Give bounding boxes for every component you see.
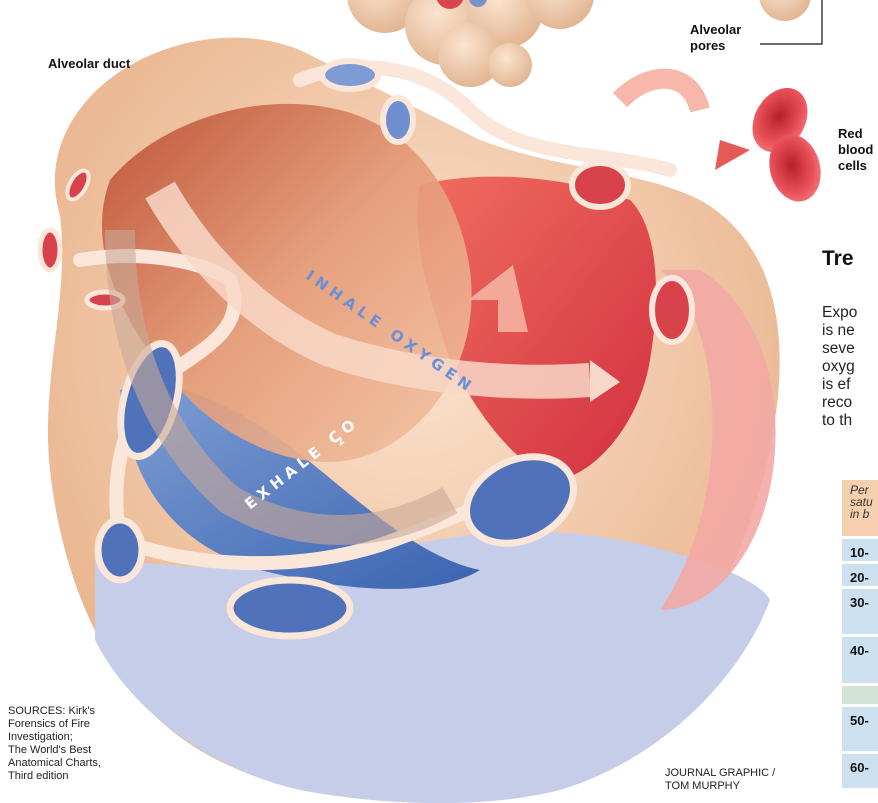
sources-line: SOURCES: Kirk's [8,705,95,718]
sidebar-text-line: to th [822,412,857,430]
table-row: 40- [842,634,878,683]
sources-line: Forensics of Fire [8,718,90,731]
sidebar-text-line: reco [822,394,857,412]
table-header-line: in b [850,508,878,520]
sidebar-text-line: Expo [822,304,857,322]
sidebar-text: Expo is ne seve oxyg is ef reco to th [822,304,857,430]
alveolar-pores-label-1: Alveolar [690,22,741,37]
sidebar-text-line: seve [822,340,857,358]
red-blood-label-2: blood [838,142,873,157]
table-header: Per satu in b [842,480,878,536]
table-row: 30- [842,586,878,634]
sources-line: Anatomical Charts, [8,757,101,770]
table-row: 50- [842,704,878,751]
sources-line: The World's Best [8,744,91,757]
sidebar-text-line: oxyg [822,358,857,376]
sources-line: Investigation; [8,731,73,744]
table-row: 10- [842,536,878,561]
sidebar-text-line: is ef [822,376,857,394]
table-row: 20- [842,561,878,586]
sources-line: Third edition [8,770,69,783]
sidebar-title: Tre [822,247,854,271]
table-row-highlight [842,683,878,704]
table-row: 60- [842,751,878,788]
saturation-table: Per satu in b 10- 20- 30- 40- 50- 60- [842,480,878,788]
red-blood-label-3: cells [838,158,867,173]
credit-line-2: TOM MURPHY [665,780,740,793]
alveolar-pores-label-2: pores [690,38,725,53]
sidebar-text-line: is ne [822,322,857,340]
credit-line-1: JOURNAL GRAPHIC / [665,767,775,780]
red-blood-cells [741,78,828,207]
alveolar-duct-label: Alveolar duct [48,56,130,71]
red-blood-label-1: Red [838,126,863,141]
